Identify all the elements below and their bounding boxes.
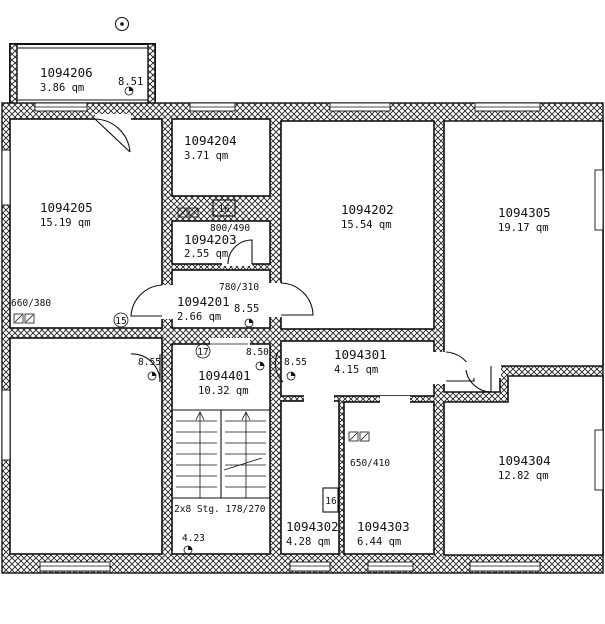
room-1094205	[9, 118, 163, 329]
room-1094304	[443, 375, 604, 556]
room-id-1094203: 1094203	[184, 232, 237, 247]
opening-c-label: 650/410	[350, 458, 390, 469]
room-area-1094201: 2.66 qm	[177, 311, 221, 323]
room-height-1094201: 8.55	[234, 303, 259, 315]
level-symbols	[124, 86, 296, 555]
balcony	[9, 43, 156, 105]
room-area-1094206: 3.86 qm	[40, 82, 84, 94]
room-id-1094301: 1094301	[334, 347, 387, 362]
staircase	[172, 409, 270, 499]
room-id-1094206: 1094206	[40, 65, 93, 80]
marker-15: 15	[113, 312, 129, 328]
room-id-1094204: 1094204	[184, 133, 237, 148]
room-id-1094201: 1094201	[177, 294, 230, 309]
room-height-1094206: 8.51	[118, 76, 143, 88]
marker-15-label: 15	[115, 316, 126, 327]
room-1094302	[280, 400, 340, 555]
room-id-1094205: 1094205	[40, 200, 93, 215]
room-area-1094304: 12.82 qm	[498, 470, 549, 482]
room-id-1094302: 1094302	[286, 519, 339, 534]
room-id-1094401: 1094401	[198, 368, 251, 383]
room-area-1094303: 6.44 qm	[357, 536, 401, 548]
room-left-lower	[9, 337, 163, 555]
marker-16: 16	[218, 204, 230, 215]
room-area-1094203: 2.55 qm	[184, 248, 228, 260]
shaft-symbols	[13, 199, 370, 513]
marker-17-label: 17	[197, 347, 208, 358]
opening-b-label: 780/310	[219, 282, 259, 293]
room-area-1094305: 19.17 qm	[498, 222, 549, 234]
room-1094301	[280, 340, 435, 397]
room-id-1094202: 1094202	[341, 202, 394, 217]
compass-symbol	[114, 16, 130, 32]
room-area-1094301: 4.15 qm	[334, 364, 378, 376]
stair-label: 2x8 Stg. 178/270	[174, 504, 266, 515]
room-1094203	[171, 220, 271, 265]
level-left-label: 8.55	[138, 357, 161, 368]
marker-17: 17	[195, 343, 211, 359]
room-id-1094304: 1094304	[498, 453, 551, 468]
level-mid-label: 8.50	[246, 347, 269, 358]
room-1094305	[443, 120, 604, 393]
room-area-1094204: 3.71 qm	[184, 150, 228, 162]
level-right-label: 8.55	[284, 357, 307, 368]
room-1094202	[280, 120, 435, 330]
room-1094204	[171, 118, 271, 197]
room-area-1094401: 10.32 qm	[198, 385, 249, 397]
marker-16-label: 16	[218, 204, 230, 215]
room-id-1094305: 1094305	[498, 205, 551, 220]
opening-a-label: 800/490	[210, 223, 250, 234]
room-area-1094205: 15.19 qm	[40, 217, 91, 229]
windows	[1, 102, 604, 572]
marker-16b: 16	[325, 496, 337, 507]
doors	[94, 114, 501, 406]
room-area-1094302: 4.28 qm	[286, 536, 330, 548]
marker-16b-label: 16	[325, 496, 337, 507]
opening-left-label: 660/380	[11, 298, 51, 309]
room-1094201	[171, 269, 271, 329]
room-area-1094202: 15.54 qm	[341, 219, 392, 231]
room-id-1094303: 1094303	[357, 519, 410, 534]
stair-level-label: 4.23	[182, 533, 205, 544]
